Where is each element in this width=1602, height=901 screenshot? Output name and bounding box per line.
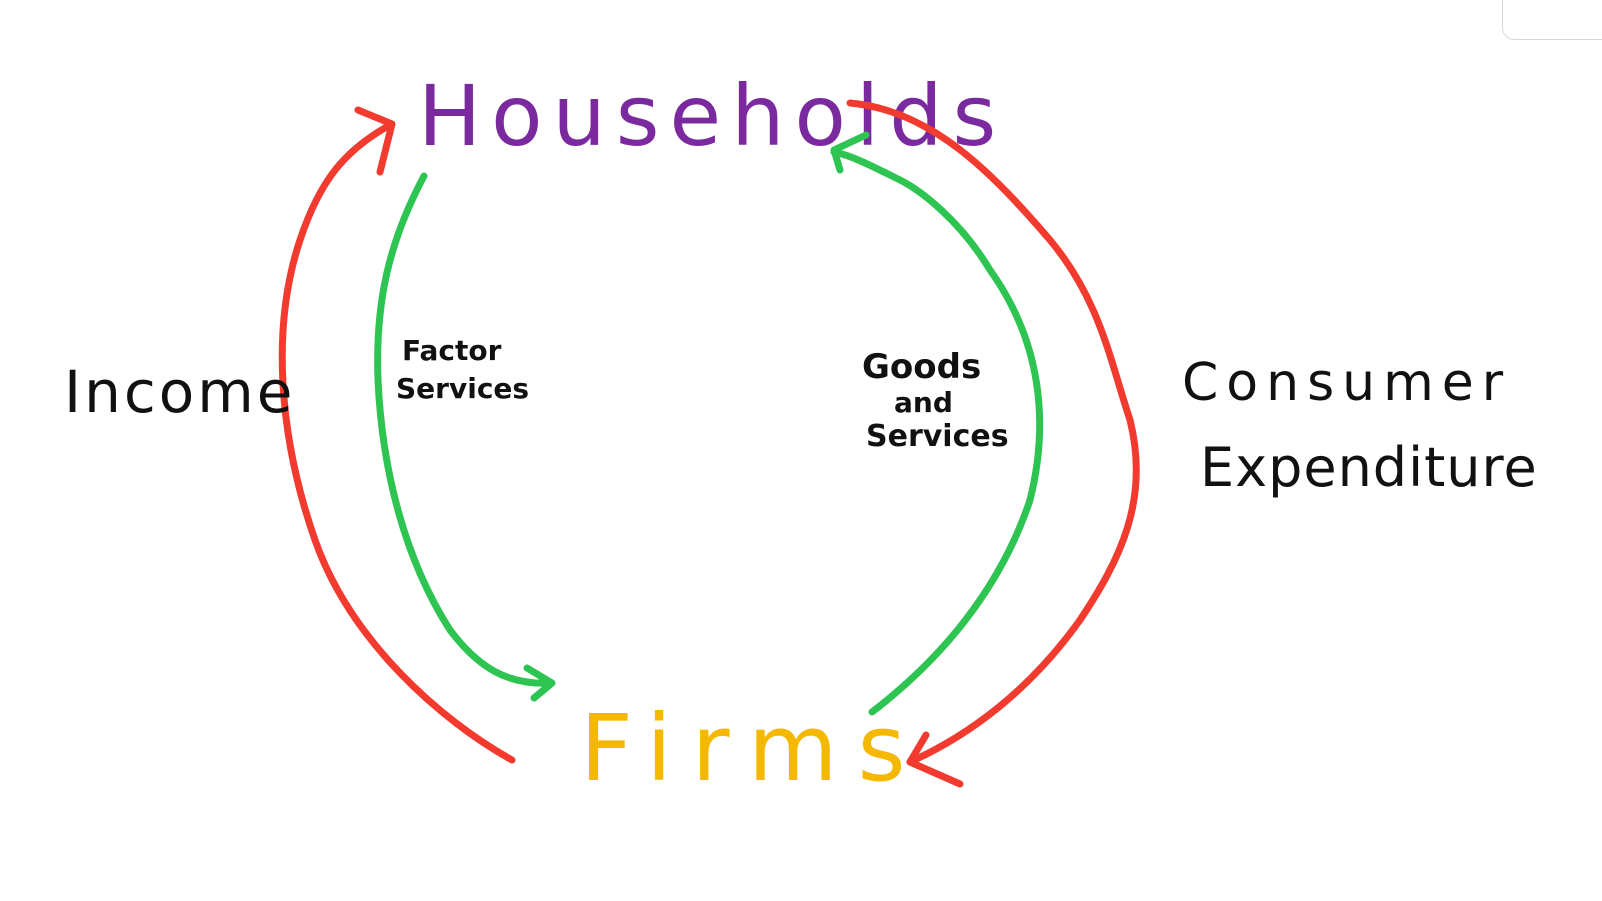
goods-services-label-line2: and xyxy=(894,386,953,419)
goods-services-arrowhead xyxy=(830,131,870,174)
households-label: Households xyxy=(418,67,1006,165)
corner-tab xyxy=(1502,0,1602,40)
firms-label: Firms xyxy=(580,695,926,802)
factor-services-label-line2: Services xyxy=(396,372,529,405)
consumer-expenditure-label-line1: Consumer xyxy=(1182,353,1511,413)
goods-services-arrow xyxy=(830,148,1044,716)
income-arrow xyxy=(278,121,516,764)
consumer-expenditure-label-line2: Expenditure xyxy=(1200,436,1538,499)
factor-services-arrow xyxy=(374,172,554,687)
income-arrowhead xyxy=(354,106,396,176)
goods-services-label-line3: Services xyxy=(866,419,1009,454)
factor-services-arrowhead xyxy=(523,664,556,702)
consumer-expenditure-arrowhead xyxy=(906,731,964,788)
income-label: Income xyxy=(64,358,295,426)
factor-services-label-line1: Factor xyxy=(402,334,502,367)
goods-services-label-line1: Goods xyxy=(862,347,981,387)
consumer-expenditure-arrow xyxy=(846,99,1140,766)
